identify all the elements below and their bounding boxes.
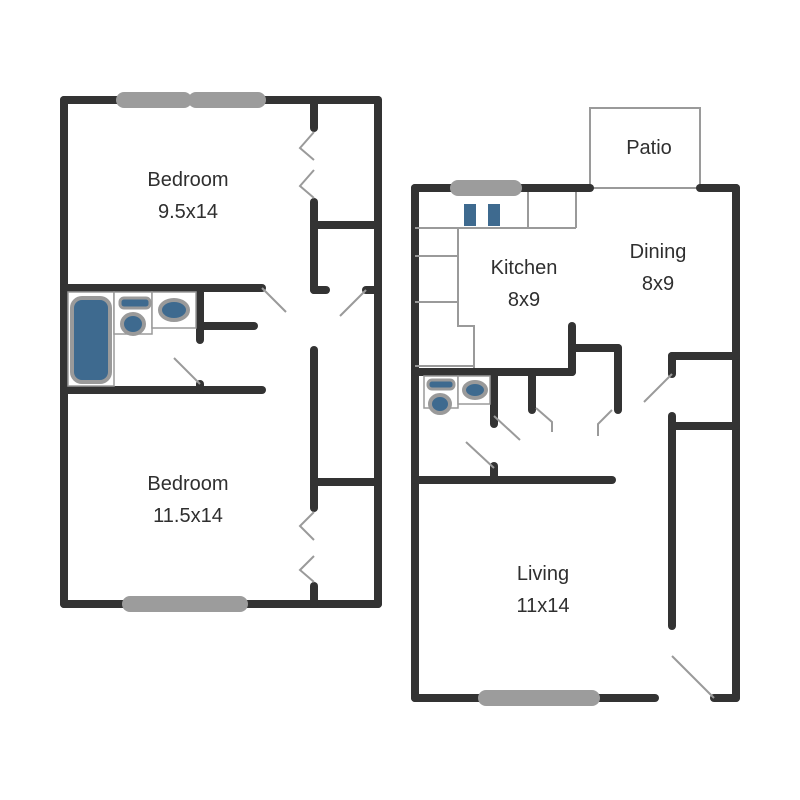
room-size-dining: 8x9 — [642, 273, 674, 295]
toilet — [118, 296, 152, 336]
bathtub — [70, 296, 112, 384]
patio — [589, 107, 701, 189]
main-floor-doors — [465, 373, 715, 699]
upper-floor: Bedroom 9.5x14 Bedroom 11.5x14 — [60, 92, 382, 612]
kitchen-counters — [415, 192, 577, 372]
room-name-dining: Dining — [630, 241, 687, 263]
stove-burner — [464, 204, 476, 226]
room-size-bedroom-upper: 9.5x14 — [158, 201, 218, 223]
room-size-bedroom-lower: 11.5x14 — [153, 505, 223, 527]
room-name-patio: Patio — [626, 137, 672, 159]
main-floor: Patio — [411, 107, 740, 706]
stove-burner — [488, 204, 500, 226]
room-size-kitchen: 8x9 — [508, 289, 540, 311]
sink — [462, 380, 488, 400]
toilet — [426, 378, 456, 415]
room-name-bedroom-lower: Bedroom — [147, 473, 228, 495]
room-name-kitchen: Kitchen — [491, 257, 558, 279]
main-floor-outer-walls — [411, 184, 740, 702]
upper-floor-interior-walls — [60, 96, 382, 608]
main-floor-interior-walls — [411, 322, 740, 630]
upper-bathroom-fixtures — [67, 291, 197, 387]
room-name-bedroom-upper: Bedroom — [147, 169, 228, 191]
sink — [158, 298, 190, 322]
room-name-living: Living — [517, 563, 569, 585]
upper-floor-doors — [173, 131, 367, 583]
half-bath-fixtures — [423, 375, 491, 415]
room-size-living: 11x14 — [516, 595, 569, 617]
